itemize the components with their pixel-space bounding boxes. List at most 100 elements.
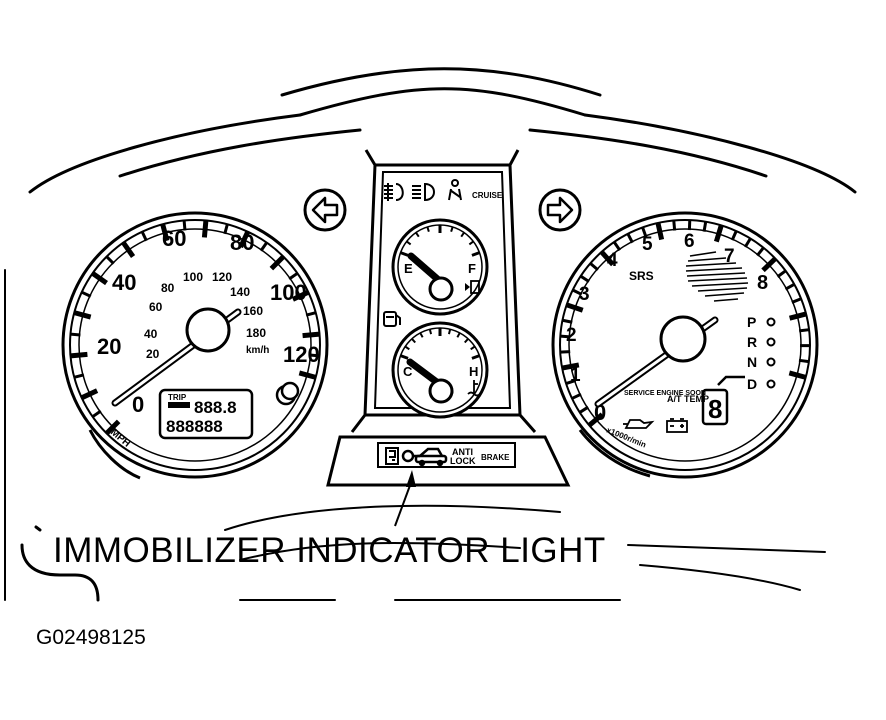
gauge-tick [761,256,778,273]
tach-label-6: 6 [684,231,695,252]
temp-cold-label: C [403,364,413,379]
odometer-reading: 888888 [166,417,223,436]
gauge-tick [80,388,99,401]
immobilizer-key-car-icon [401,447,448,467]
tachometer-ticks [560,220,811,428]
right-turn-arrow-icon [538,188,582,232]
gauge-tick [105,255,115,265]
kmh-label-20: 20 [146,347,160,361]
gauge-tick [223,223,229,235]
speedometer-hub [185,307,231,353]
temperature-gauge: C H [391,321,489,419]
gauge-tick [655,222,665,241]
left-turn-arrow-icon [303,188,347,232]
gauge-tick [589,262,599,272]
gauge-tick [426,226,430,233]
speedometer-ticks [70,220,320,436]
gear-p-label: P [747,314,756,330]
mph-label-20: 20 [97,334,121,359]
fuel-empty-label: E [404,261,413,276]
mph-label-120: 120 [283,342,320,367]
gauge-tick [561,362,580,371]
gauge-tick [578,405,589,414]
warning-light-strip: ANTI LOCK BRAKE [326,435,571,487]
gauge-tick [291,289,310,302]
tach-label-1: 1 [570,365,581,386]
mph-label-100: 100 [270,280,307,305]
mph-label-80: 80 [230,230,254,255]
gauge-tick [400,354,409,360]
gauge-tick [73,310,92,320]
gauge-tick [743,237,752,248]
dash-outline [4,67,857,602]
gauge-tick [470,345,476,351]
trip-reading: 888.8 [194,398,237,417]
gear-n-label: N [747,354,757,370]
trip-reset-knob-icon[interactable] [275,381,300,406]
tach-label-3: 3 [579,284,590,305]
tach-label-4: 4 [607,250,618,271]
kmh-unit-label: km/h [246,345,269,356]
gauge-tick [456,332,461,338]
gauge-tick [702,221,708,232]
temperature-gauge-ticks [400,328,480,360]
gauge-tick [791,297,802,304]
trip-label: TRIP [168,393,187,402]
gauge-tick [571,392,582,400]
gauge-tick [411,338,416,344]
gauge-tick [599,250,615,267]
gauge-tick [587,412,604,428]
gauge-tick [464,338,469,344]
trip-indicator-bar [168,402,190,408]
seatbelt-icon [448,179,462,201]
gauge-tick [572,288,583,296]
gauge-tick [641,226,648,238]
gauge-tick [406,240,412,246]
gauge-tick [238,230,251,249]
fuel-gauge: E F [391,218,489,316]
gauge-tick [713,224,724,243]
gauge-tick [81,290,92,298]
gauge-tick [121,241,136,258]
gauge-tick [288,272,299,281]
cruise-label: CRUISE [472,191,503,200]
gauge-tick [428,329,433,335]
coolant-icon [467,380,481,397]
kmh-label-160: 160 [243,304,263,318]
temp-hot-label: H [469,364,478,379]
gauge-tick [160,223,170,242]
gauge-tick [447,329,452,335]
mph-label-60: 60 [162,226,186,251]
service-engine-soon-label: SERVICE ENGINE SOON [624,390,706,397]
kmh-label-60: 60 [149,300,163,314]
tach-label-7: 7 [724,246,735,267]
callout-leader [394,470,416,527]
center-gauge-panel: CRUISE E F C H [350,149,537,433]
door-open-icon [385,447,399,465]
gauge-tick [309,353,320,358]
gauge-tick [182,220,187,231]
kmh-label-140: 140 [230,285,250,299]
fog-light-icon [384,183,404,201]
gauge-tick [565,302,584,313]
mph-label-0: 0 [132,392,144,417]
immobilizer-indicator-callout: IMMOBILIZER INDICATOR LIGHT [53,531,606,570]
gauge-tick [415,232,420,238]
figure-id: G02498125 [36,626,146,649]
gauge-tick [798,328,810,333]
kmh-label-80: 80 [161,281,175,295]
gauge-tick [305,311,317,317]
gauge-tick [104,419,121,436]
kmh-label-120: 120 [212,270,232,284]
gauge-tick [91,271,108,286]
gauge-tick [302,331,320,339]
tach-label-8: 8 [757,272,768,294]
gauge-tick [788,370,807,380]
anti-lock-label-line2: LOCK [450,456,476,466]
fuel-filler-side-icon [465,280,480,294]
gauge-tick [269,254,286,271]
gauge-tick [73,373,85,379]
anti-lock-label-line1: ANTI [452,447,473,457]
at-temp-label: A/T TEMP [667,394,709,404]
